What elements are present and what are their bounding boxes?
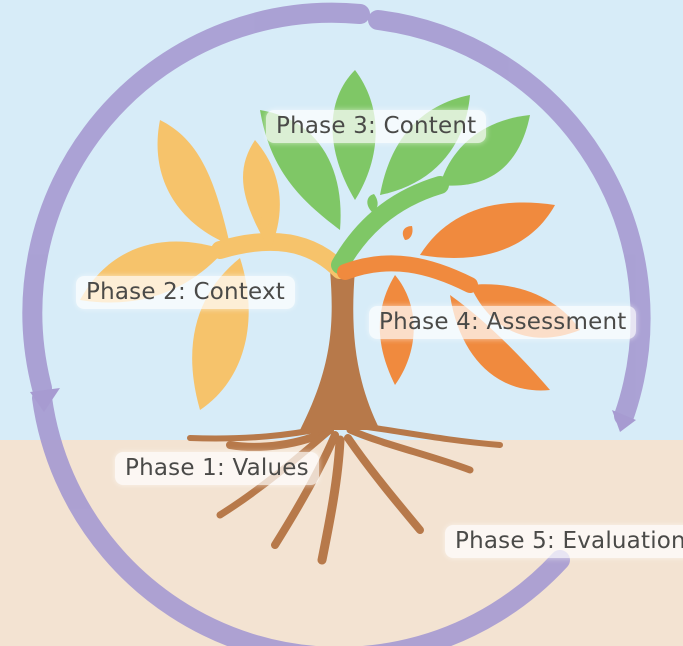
root <box>344 434 424 534</box>
root <box>346 426 474 474</box>
cycle-ring <box>22 2 651 646</box>
root <box>187 425 328 442</box>
leaf <box>440 115 530 186</box>
branch-context <box>211 232 349 279</box>
phase-5-label: Phase 5: Evaluation <box>445 525 683 558</box>
cycle-arc-right <box>368 10 651 426</box>
phase-2-label: Phase 2: Context <box>76 276 295 309</box>
leaf <box>243 140 280 250</box>
cycle-arrowhead-right <box>612 410 636 432</box>
phase-1-label: Phase 1: Values <box>115 452 319 485</box>
cycle-arc-top <box>22 2 370 398</box>
leaf <box>157 120 230 245</box>
phase-3-label: Phase 3: Content <box>266 110 487 143</box>
root <box>317 435 345 565</box>
cycle-arrowhead-left <box>30 388 60 412</box>
leaf <box>367 194 378 212</box>
leaf <box>420 202 555 258</box>
branch-assessment <box>337 255 478 293</box>
phase-4-label: Phase 4: Assessment <box>369 306 637 339</box>
branch-content <box>331 176 449 274</box>
leaf <box>402 226 413 240</box>
root <box>271 431 339 549</box>
cycle-arc-bottom <box>32 388 570 646</box>
tree-trunk <box>300 270 380 430</box>
leaf <box>260 212 271 230</box>
